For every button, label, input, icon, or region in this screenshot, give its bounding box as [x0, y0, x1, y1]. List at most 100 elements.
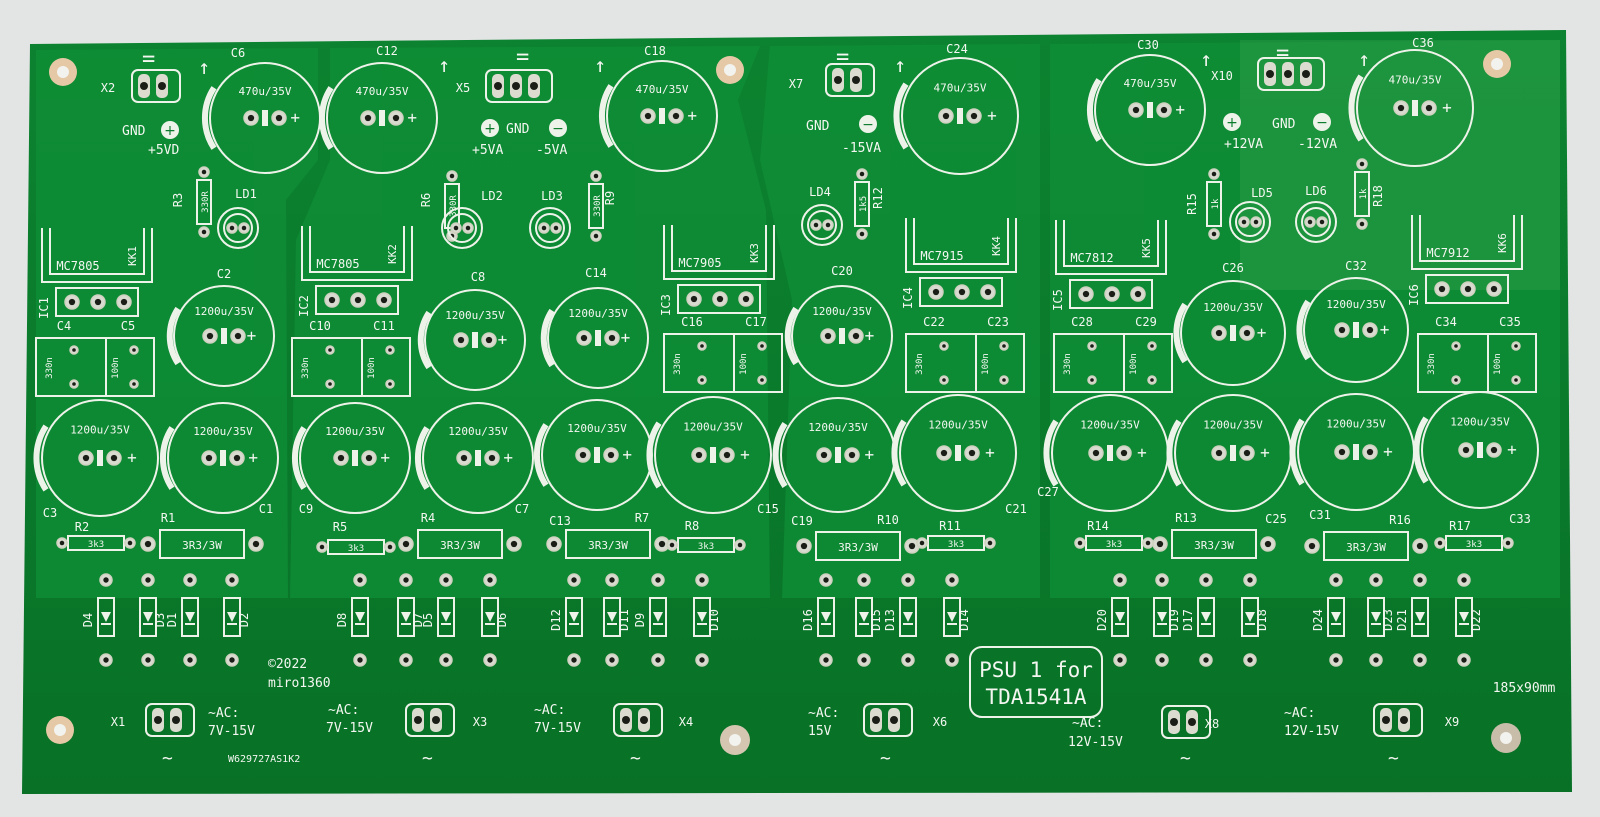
terminal-connector [613, 703, 663, 737]
power-resistor [417, 529, 503, 559]
m5va-label: -5VA [536, 143, 567, 158]
plus-icon: + [1137, 443, 1147, 462]
resistor-pad [1304, 538, 1320, 554]
capacitor-value: 1200u/35V [194, 305, 254, 318]
plus-icon: + [985, 443, 995, 462]
gnd-label-4: GND [1272, 117, 1296, 132]
p5va-label: +5VA [472, 143, 503, 158]
capacitor-pad [453, 332, 469, 348]
led-pad [1304, 216, 1316, 228]
capacitor-value: 1200u/35V [1326, 298, 1386, 311]
capacitor-value: 470u/35V [356, 85, 409, 98]
diode-pad [1113, 653, 1127, 667]
resistor-pad [316, 541, 328, 553]
led-label: LD5 [1251, 186, 1273, 200]
terminal-connector [1257, 57, 1325, 91]
power-resistor [565, 529, 651, 559]
arrow-up-icon: ↑ [894, 53, 906, 77]
capacitor-pad [69, 345, 79, 355]
ac-range-x3: 7V-15V [326, 721, 373, 736]
resistor-pad [1356, 158, 1368, 170]
p12va-label: +12VA [1224, 137, 1263, 152]
plus-icon: + [248, 448, 258, 467]
diode-pad [1369, 653, 1383, 667]
ac-prefix-x1: ~AC: [208, 706, 239, 721]
resistor-pad [56, 537, 68, 549]
polarity-marker-icon: + [161, 121, 179, 139]
diode-pad [141, 573, 155, 587]
electrolytic-capacitor: + [160, 402, 279, 514]
resistor-pad [398, 536, 414, 552]
diode-label: D13 [883, 609, 897, 631]
heatsink-label: KK1 [126, 246, 139, 266]
capacitor-value: 1200u/35V [445, 309, 505, 322]
diode-label: D7 [411, 613, 425, 627]
capacitor-label: C4 [57, 319, 71, 333]
plus-icon: + [865, 326, 875, 345]
diode-label: D4 [81, 613, 95, 627]
svg-text:−: − [1316, 115, 1328, 131]
diode [181, 597, 199, 637]
capacitor-pad [939, 341, 949, 351]
resistor-pad [124, 537, 136, 549]
diode [603, 597, 621, 637]
ic-label: IC1 [37, 297, 51, 319]
resistor-label: R3 [171, 193, 185, 207]
capacitor-pad [1511, 375, 1521, 385]
ceramic-capacitors [905, 333, 1025, 393]
led-resistor [196, 179, 212, 225]
capacitor-pad [848, 328, 864, 344]
resistor-pad [856, 168, 868, 180]
diode-pad [399, 573, 413, 587]
led-pad [538, 222, 550, 234]
led-label: LD6 [1305, 184, 1327, 198]
capacitor-label: C27 [1037, 485, 1059, 499]
resistor-pad [1502, 537, 1514, 549]
plus-icon: + [987, 106, 997, 125]
capacitor-label: C3 [43, 506, 57, 520]
diode-pad [99, 573, 113, 587]
connector-label: X9 [1445, 715, 1459, 729]
output-labels: GND +5VD GND +5VA -5VA GND -15VA GND +12… [122, 117, 1337, 158]
capacitor-pad [106, 450, 122, 466]
diode [817, 597, 835, 637]
polarity-marker-icon: + [1223, 113, 1241, 131]
connector-label: X10 [1211, 69, 1233, 83]
capacitor-value: 1200u/35V [808, 421, 868, 434]
plus-icon: + [407, 108, 417, 127]
led-pad [822, 219, 834, 231]
led-resistor [1354, 171, 1370, 217]
capacitor-pad [456, 450, 472, 466]
resistor-pad [1208, 168, 1220, 180]
resistor-label: R17 [1449, 519, 1471, 533]
regulator-pad [376, 292, 392, 308]
diode-pad [141, 653, 155, 667]
terminal-connector [145, 703, 195, 737]
capacitor-pad [360, 110, 376, 126]
diode-label: D17 [1181, 609, 1195, 631]
led [801, 204, 843, 246]
capacitor-pad [697, 375, 707, 385]
resistor-label: R15 [1185, 193, 1199, 215]
capacitor-label: C28 [1071, 315, 1093, 329]
electrolytic-capacitor: + [1173, 280, 1286, 386]
capacitor-pad [78, 450, 94, 466]
diode-label: D23 [1381, 609, 1395, 631]
capacitor-label: C18 [644, 44, 666, 58]
resistor [1085, 535, 1143, 551]
capacitor-value: 1200u/35V [70, 424, 130, 437]
capacitor-pad [243, 110, 259, 126]
dc-symbol-icon: = [516, 45, 529, 70]
terminal-connector [1373, 703, 1423, 737]
electrolytic-capacitor: + [417, 289, 526, 391]
gnd-label-3: GND [806, 119, 830, 134]
m12va-label: -12VA [1298, 137, 1337, 152]
connector-label: X7 [789, 77, 803, 91]
heatsink-label: KK6 [1496, 233, 1509, 253]
capacitor-pad [361, 450, 377, 466]
capacitor-value: 1200u/35V [325, 425, 385, 438]
ceramic-capacitors [663, 333, 783, 393]
gnd-label-1: GND [122, 124, 146, 139]
m15va-label: -15VA [842, 141, 881, 156]
capacitor-pad [129, 379, 139, 389]
